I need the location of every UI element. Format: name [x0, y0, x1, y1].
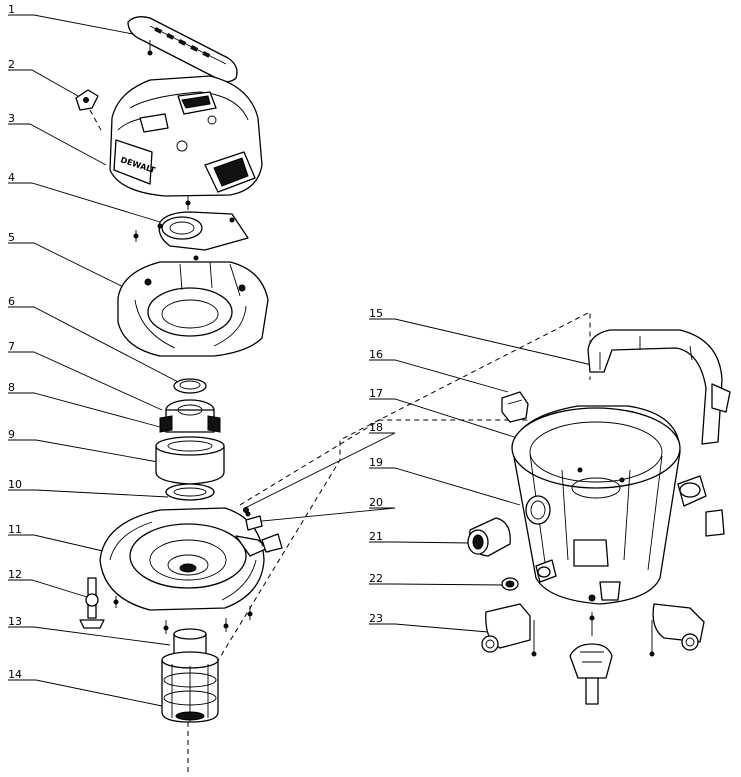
callout-9: 9: [8, 428, 15, 441]
callout-labels: 1 2 3 4 5 6 7 8 9 10 11 12 13 14 15 16 1…: [8, 3, 383, 681]
motor-top: [159, 399, 221, 433]
baffle-plate: [133, 196, 249, 261]
cord-clip: [243, 507, 283, 553]
callout-21: 21: [369, 530, 383, 543]
callout-11: 11: [8, 523, 22, 536]
callout-17: 17: [369, 387, 383, 400]
gasket: [165, 483, 215, 501]
callout-22: 22: [369, 572, 383, 585]
drain-plug: [501, 559, 557, 591]
callout-7: 7: [8, 340, 15, 353]
seal-ring: [173, 378, 207, 394]
callout-19: 19: [369, 456, 383, 469]
callout-1: 1: [8, 3, 15, 16]
callout-12: 12: [8, 568, 22, 581]
callout-15: 15: [369, 307, 383, 320]
tool-holder: [501, 391, 529, 423]
handle: [127, 16, 238, 83]
motor: [155, 436, 225, 485]
caster-left: [481, 603, 537, 657]
switch: [75, 89, 103, 133]
callout-5: 5: [8, 231, 15, 244]
callout-3: 3: [8, 112, 15, 125]
lid: [99, 507, 271, 634]
accessory-bracket: [587, 329, 731, 445]
callout-10: 10: [8, 478, 22, 491]
callout-2: 2: [8, 58, 15, 71]
assembly-dashed-line: [187, 311, 591, 772]
callout-8: 8: [8, 381, 15, 394]
callout-leaders: [8, 14, 593, 707]
callout-13: 13: [8, 615, 22, 628]
callout-4: 4: [8, 171, 15, 184]
callout-18: 18: [369, 421, 383, 434]
caster-front: [569, 612, 613, 705]
callout-16: 16: [369, 348, 383, 361]
hose-port: [467, 517, 511, 557]
motor-housing: [117, 261, 269, 357]
filter-cage: [161, 651, 219, 723]
tank: [511, 405, 681, 605]
callout-23: 23: [369, 612, 383, 625]
float-cage: [79, 577, 105, 629]
caster-right: [649, 603, 705, 657]
callout-14: 14: [8, 668, 22, 681]
drain-cap: [677, 475, 725, 537]
callout-20: 20: [369, 496, 383, 509]
powerhead-top-cover: DEWALT: [109, 75, 263, 197]
assembly-dashed-line-side: [239, 419, 530, 506]
callout-6: 6: [8, 295, 15, 308]
